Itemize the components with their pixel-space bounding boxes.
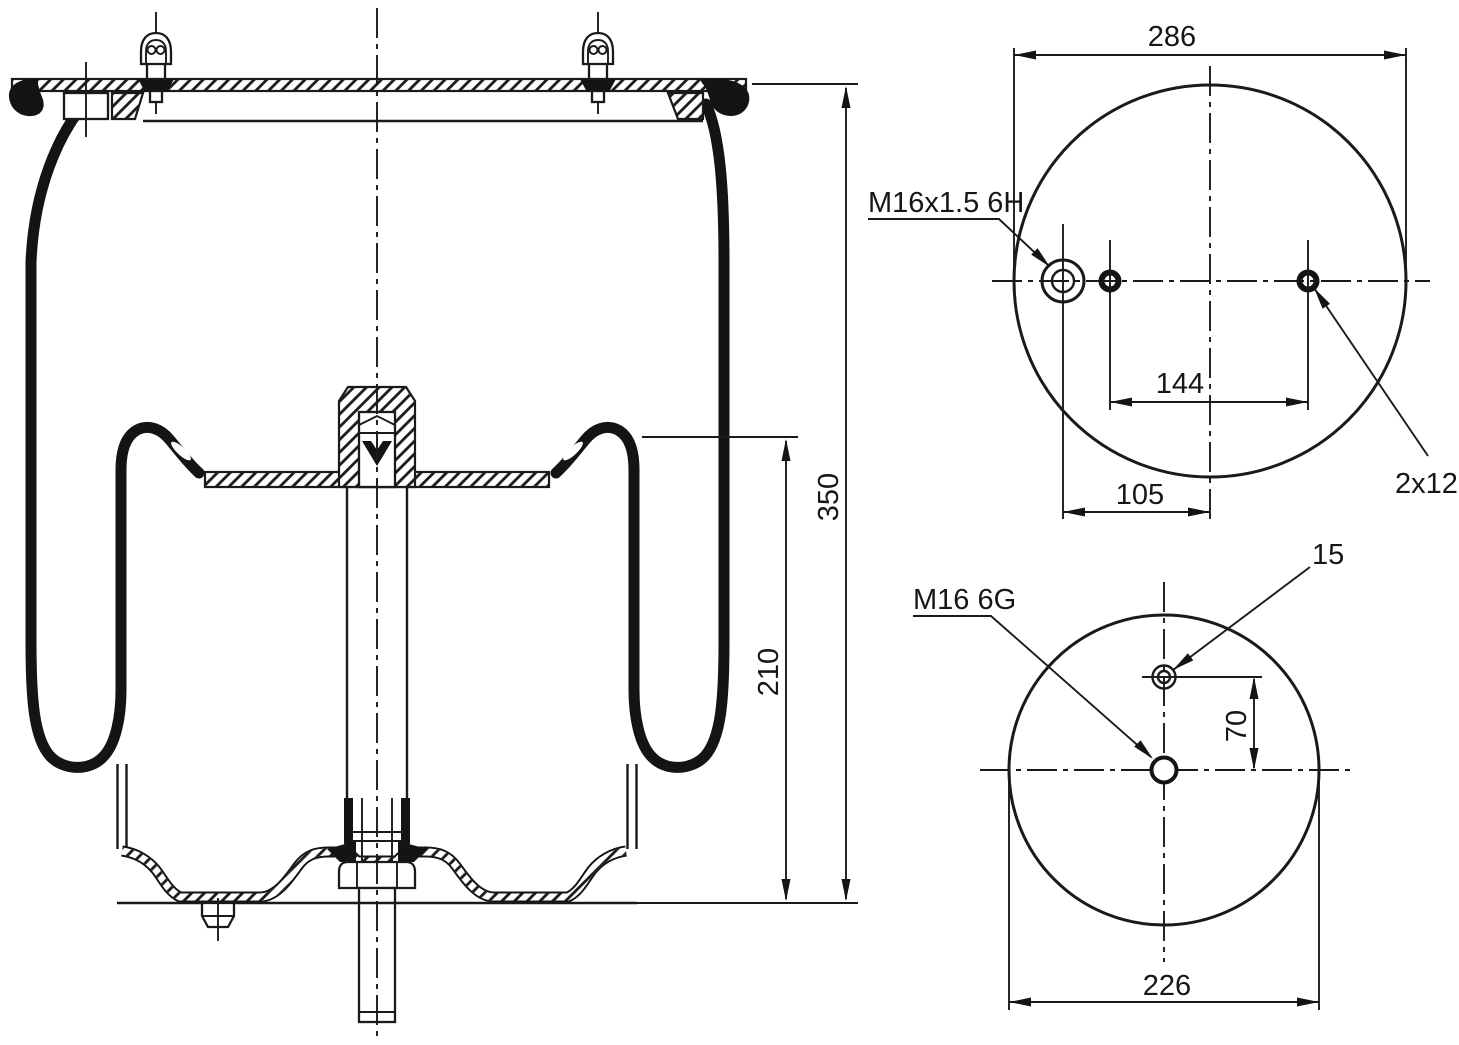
arrowhead xyxy=(1249,677,1259,699)
dim-70: 70 xyxy=(1221,677,1259,770)
top-plate-left-curl xyxy=(8,79,44,117)
center-thread-hole xyxy=(1149,755,1179,785)
dim-286: 286 xyxy=(1013,21,1407,292)
side-section-view: 350 210 xyxy=(8,8,858,1040)
label-vent-hole: 15 xyxy=(1172,539,1344,671)
stud-left-thread-detail xyxy=(146,45,157,55)
label-text-m16-6g: M16 6G xyxy=(913,584,1016,616)
stud-left-flange xyxy=(138,79,174,92)
bellows-right-wall xyxy=(550,98,730,773)
arrowhead xyxy=(1173,653,1194,670)
top-plan-view: 286 144 105 M16x1.5 6H 2x12 xyxy=(868,21,1458,519)
arrowhead xyxy=(1110,397,1132,407)
mounting-stud-right xyxy=(580,12,616,114)
arrowhead xyxy=(841,86,851,108)
vent-hole-inner xyxy=(1156,669,1172,685)
dim-226: 226 xyxy=(1008,776,1320,1010)
dim-144: 144 xyxy=(1110,368,1308,407)
label-stud-holes: 2x12 xyxy=(1313,287,1458,500)
dim-text-226: 226 xyxy=(1143,970,1191,1002)
dim-text-105: 105 xyxy=(1116,479,1164,511)
side-view-dimensions: 350 210 xyxy=(637,83,858,904)
dim-text-350: 350 xyxy=(813,473,845,521)
dim-text-70: 70 xyxy=(1221,710,1253,742)
dim-text-286: 286 xyxy=(1148,21,1196,53)
vent-hole xyxy=(1142,664,1262,690)
stud-hole-left xyxy=(1098,240,1122,410)
label-text-15: 15 xyxy=(1312,539,1344,571)
stud-left-tab xyxy=(148,89,164,104)
label-air-port-thread: M16x1.5 6H xyxy=(868,187,1050,267)
stud-right-thread-detail xyxy=(588,45,599,55)
bellows-right-bead xyxy=(563,441,583,461)
arrowhead xyxy=(1286,397,1308,407)
dim-text-210: 210 xyxy=(753,648,785,696)
leader-m16x15 xyxy=(868,218,1049,266)
stud-right-tab xyxy=(590,89,606,104)
leader-m16-6g xyxy=(913,615,1152,758)
arrowhead xyxy=(1249,748,1259,770)
label-text-m16x15: M16x1.5 6H xyxy=(868,187,1024,219)
arrowhead xyxy=(1014,50,1036,60)
stud-left-cap-inner xyxy=(145,39,167,64)
rod-seat-wedge-right xyxy=(398,841,427,862)
bellows-left-wall xyxy=(25,96,205,773)
stud-right-flange xyxy=(580,79,616,92)
arrowhead xyxy=(1134,740,1153,759)
top-plate xyxy=(8,12,750,137)
top-plate-right-curl xyxy=(700,78,750,116)
leader-15 xyxy=(1172,566,1311,671)
stud-right-cap-inner xyxy=(587,39,609,64)
piston-bottom-stud xyxy=(200,898,236,941)
arrowhead xyxy=(1009,997,1031,1007)
top-plate-left-ring-section xyxy=(110,91,145,121)
stud-right-thread-detail xyxy=(597,45,608,55)
mounting-stud-left xyxy=(138,12,174,114)
arrowhead xyxy=(1188,507,1210,517)
arrowhead xyxy=(1384,50,1406,60)
bottom-plan-view: M16 6G 15 70 226 xyxy=(913,539,1352,1010)
rod-collar-right xyxy=(401,798,410,844)
arrowhead xyxy=(1031,248,1050,267)
rod-collar-left xyxy=(344,798,353,844)
leader-2x12 xyxy=(1313,287,1429,457)
bellows-left-bead xyxy=(171,441,191,461)
stud-hole-right xyxy=(1296,240,1320,410)
vent-hole-outer xyxy=(1151,664,1177,690)
top-plate-section xyxy=(10,77,748,93)
arrowhead xyxy=(1063,507,1085,517)
piston-rod-tip xyxy=(358,414,396,426)
rod-seat-wedge-left xyxy=(327,841,356,862)
label-text-2x12: 2x12 xyxy=(1395,468,1458,500)
label-center-thread: M16 6G xyxy=(913,584,1153,759)
dim-text-144: 144 xyxy=(1156,368,1204,400)
arrowhead xyxy=(841,879,851,901)
arrowhead xyxy=(781,879,791,901)
arrowhead xyxy=(781,439,791,461)
air-port-hole xyxy=(1040,224,1086,519)
bellows-outline xyxy=(25,96,730,773)
stud-left-thread-detail xyxy=(155,45,166,55)
arrowhead xyxy=(1314,288,1330,309)
arrowhead xyxy=(1297,997,1319,1007)
dim-105: 105 xyxy=(1063,479,1210,517)
top-plate-right-ring-section xyxy=(666,91,705,121)
